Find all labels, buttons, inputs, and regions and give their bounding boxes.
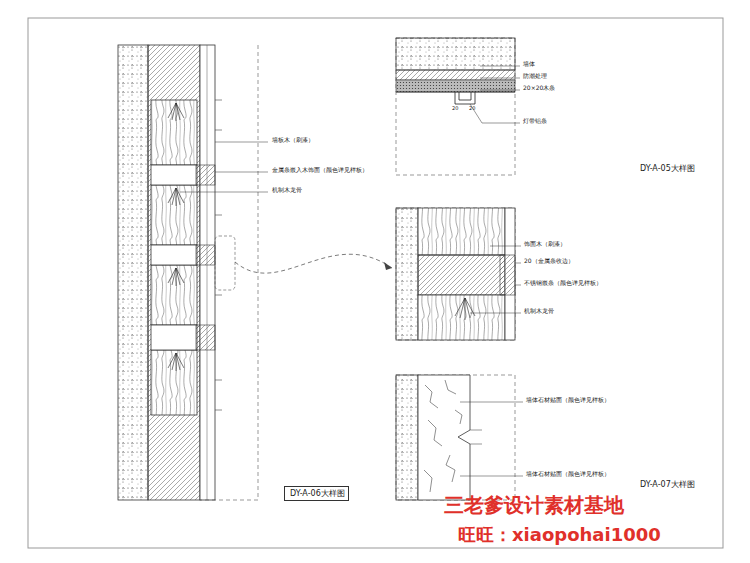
part-label: 不锈钢嵌条（颜色详见样板） bbox=[524, 280, 602, 287]
detail-title: DY-A-05大样图 bbox=[640, 164, 695, 173]
part-label: 机制木龙骨 bbox=[272, 187, 302, 194]
part-label: 墙体石材贴面（颜色详见样板） bbox=[526, 397, 610, 404]
title-box: DY-A-06大样图 bbox=[284, 486, 349, 501]
part-label: 饰面木（刷漆） bbox=[524, 241, 566, 248]
dimension: 20 bbox=[469, 106, 475, 112]
watermark: 旺旺：xiaopohai1000 bbox=[458, 525, 661, 546]
dimension: 20 bbox=[452, 106, 458, 112]
detail-title: DY-A-06大样图 bbox=[290, 490, 343, 499]
part-label: 墙体石材贴面（颜色详见样板） bbox=[526, 471, 610, 478]
detail-title: DY-A-07大样图 bbox=[640, 480, 695, 489]
part-label: 墙板木（刷漆） bbox=[272, 137, 314, 144]
part-label: 20×20木条 bbox=[523, 85, 555, 92]
part-label: 墙体 bbox=[523, 61, 535, 68]
part-label: 灯带铝条 bbox=[523, 118, 547, 125]
part-label: 20（金属条收边） bbox=[524, 258, 574, 265]
watermark: 三老爹设计素材基地 bbox=[444, 494, 624, 517]
part-label: 金属条嵌入木饰面（颜色详见样板） bbox=[272, 167, 368, 174]
part-label: 机制木龙骨 bbox=[524, 308, 554, 315]
part-label: 防潮处理 bbox=[523, 73, 547, 80]
